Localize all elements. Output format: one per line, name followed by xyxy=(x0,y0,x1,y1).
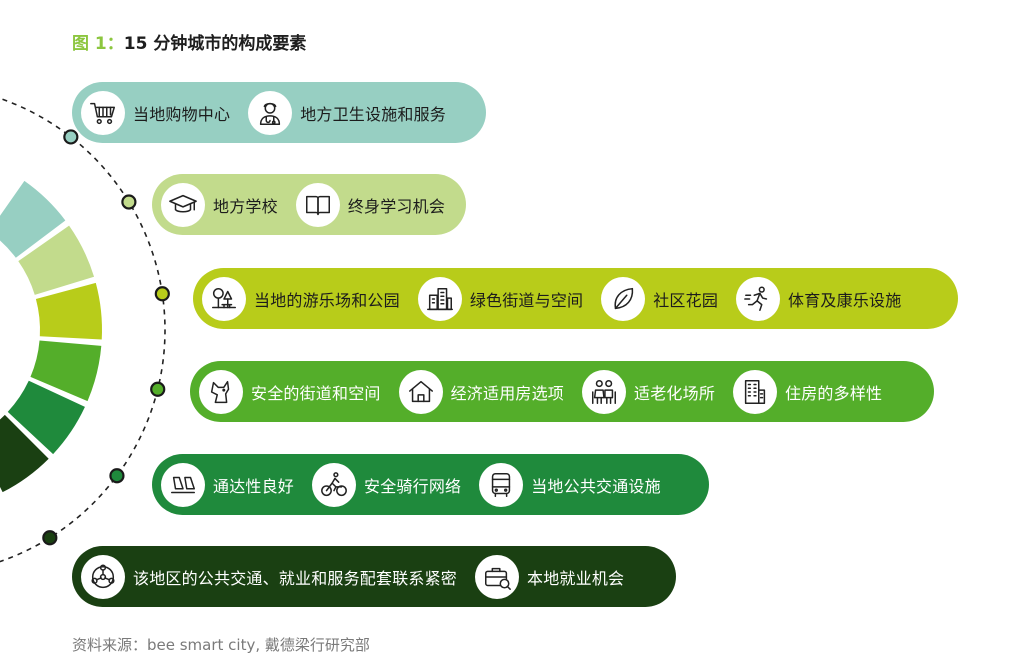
band-parks-recreation: 当地的游乐场和公园 绿色街道与空间 社区花园 体育及康乐设施 xyxy=(193,268,958,329)
orbit-dot xyxy=(63,129,79,145)
briefcase-icon xyxy=(475,554,520,599)
ring-segment xyxy=(18,225,95,295)
item-label: 当地购物中心 xyxy=(133,104,231,124)
item-public-transit: 当地公共交通设施 xyxy=(479,462,661,507)
item-community-garden: 社区花园 xyxy=(601,276,719,321)
band-jobs-connectivity: 该地区的公共交通、就业和服务配套联系紧密 本地就业机会 xyxy=(72,546,676,607)
ring-diagram xyxy=(0,97,170,563)
graduation-cap-icon xyxy=(161,182,205,227)
item-local-health: 地方卫生设施和服务 xyxy=(248,90,447,135)
band-retail-health: 当地购物中心 地方卫生设施和服务 xyxy=(72,82,486,143)
item-label: 地方卫生设施和服务 xyxy=(300,104,447,124)
item-label: 适老化场所 xyxy=(634,383,716,403)
item-label: 安全的街道和空间 xyxy=(251,383,381,403)
network-icon xyxy=(81,554,125,599)
item-label: 住房的多样性 xyxy=(785,383,883,403)
item-lifelong-learning: 终身学习机会 xyxy=(295,182,446,227)
figure-title: 图 1：15 分钟城市的构成要素 xyxy=(72,29,306,54)
item-label: 社区花园 xyxy=(653,290,719,310)
orbit-dashed-line xyxy=(0,97,166,563)
item-cycling-network: 安全骑行网络 xyxy=(312,462,462,507)
green-buildings-icon xyxy=(417,276,462,321)
item-label: 当地的游乐场和公园 xyxy=(254,290,400,310)
item-label: 本地就业机会 xyxy=(527,568,625,588)
item-label: 体育及康乐设施 xyxy=(788,290,902,310)
runner-icon xyxy=(736,276,781,321)
item-label: 该地区的公共交通、就业和服务配套联系紧密 xyxy=(133,568,458,588)
bus-icon xyxy=(479,462,524,507)
open-book-icon xyxy=(295,182,340,227)
item-label: 绿色街道与空间 xyxy=(469,290,584,310)
orbit-dot xyxy=(121,194,137,210)
doctor-icon xyxy=(248,90,293,135)
leaf-icon xyxy=(601,276,646,321)
source-note: 资料来源：bee smart city, 戴德梁行研究部 xyxy=(72,636,370,654)
elderly-couple-icon xyxy=(582,369,627,414)
item-local-jobs: 本地就业机会 xyxy=(475,554,625,599)
ring-segment xyxy=(30,340,102,402)
orbit-dot xyxy=(150,381,166,397)
shield-dog-icon xyxy=(199,369,243,414)
band-housing-safety: 安全的街道和空间 经济适用房选项 适老化场所 住房的多样性 xyxy=(190,361,934,422)
item-housing-diversity: 住房的多样性 xyxy=(733,369,883,414)
item-parks: 当地的游乐场和公园 xyxy=(202,276,400,321)
item-sports-recreation: 体育及康乐设施 xyxy=(736,276,902,321)
orbit-dot xyxy=(42,530,58,546)
cyclist-icon xyxy=(312,462,357,507)
ring-segment xyxy=(0,180,66,258)
shopping-cart-icon xyxy=(81,90,125,135)
band-education: 地方学校 终身学习机会 xyxy=(152,174,466,235)
item-connectivity: 该地区的公共交通、就业和服务配套联系紧密 xyxy=(81,554,458,599)
figure-title-text: 15 分钟城市的构成要素 xyxy=(123,34,307,54)
ring-segment xyxy=(0,414,49,493)
walking-feet-icon xyxy=(161,462,205,507)
figure-number: 图 1： xyxy=(72,34,124,54)
ring-segment xyxy=(7,380,85,455)
item-label: 经济适用房选项 xyxy=(450,383,565,403)
park-icon xyxy=(202,276,246,321)
ring-segment xyxy=(35,282,102,340)
item-safe-streets: 安全的街道和空间 xyxy=(199,369,381,414)
item-walkability: 通达性良好 xyxy=(161,462,295,507)
item-label: 终身学习机会 xyxy=(347,196,446,216)
item-label: 地方学校 xyxy=(213,196,278,216)
item-local-shopping: 当地购物中心 xyxy=(81,90,231,135)
orbit-dot xyxy=(154,286,170,302)
item-label: 安全骑行网络 xyxy=(364,476,462,496)
item-label: 当地公共交通设施 xyxy=(531,476,661,496)
band-mobility: 通达性良好 安全骑行网络 当地公共交通设施 xyxy=(152,454,709,515)
item-green-streets: 绿色街道与空间 xyxy=(417,276,584,321)
house-icon xyxy=(398,369,443,414)
item-age-friendly: 适老化场所 xyxy=(582,369,716,414)
item-local-school: 地方学校 xyxy=(161,182,278,227)
item-label: 通达性良好 xyxy=(213,476,295,496)
item-affordable-housing: 经济适用房选项 xyxy=(398,369,565,414)
apartment-building-icon xyxy=(733,369,778,414)
orbit-dot xyxy=(109,468,125,484)
